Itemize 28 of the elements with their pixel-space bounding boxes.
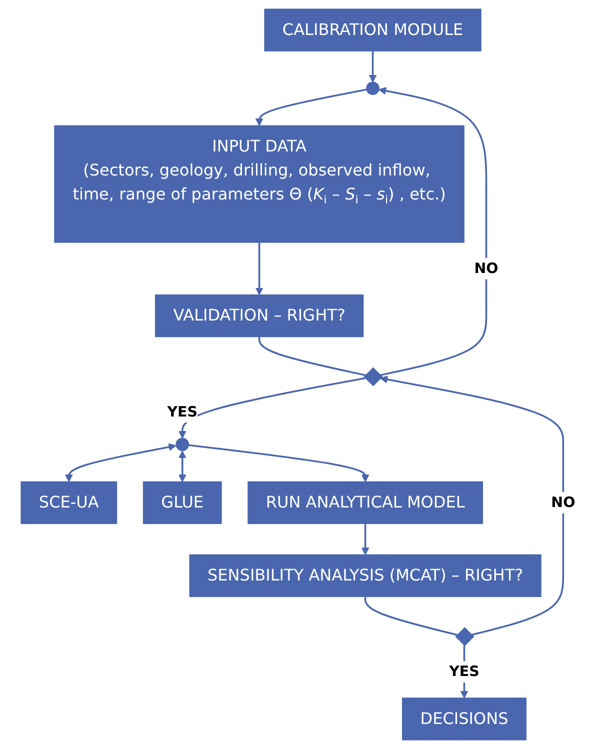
node-box: CALIBRATION MODULE [264, 8, 482, 52]
arrow [368, 50, 377, 82]
node-box: SCE-UA [20, 481, 117, 524]
node-box: INPUT DATA (Sectors, geology, drilling, observed inflow, time, range of parameters Θ (K$_{i}$ – S$_{i}$ – s$_{i}$) , etc.) [54, 125, 464, 243]
arrow [188, 444, 370, 482]
node-diamond [364, 367, 383, 386]
node-box: GLUE [142, 481, 222, 524]
arrow [361, 524, 370, 556]
node-circle [366, 82, 380, 95]
arrow [255, 242, 264, 296]
arrow [178, 377, 366, 439]
edge-label: NO [474, 260, 498, 277]
arrow [380, 376, 564, 636]
arrow [378, 87, 487, 376]
arrow [64, 443, 176, 482]
edge-label: YES [167, 403, 198, 420]
edge-label: NO [551, 494, 576, 511]
node-box: RUN ANALYTICAL MODEL [247, 481, 483, 524]
arrow [255, 88, 367, 126]
connector [258, 336, 366, 376]
node-diamond [455, 627, 474, 646]
node-box: SENSIBILITY ANALYSIS (MCAT) – RIGHT? [189, 554, 542, 598]
arrow [178, 450, 186, 482]
edge-label: YES [448, 662, 480, 680]
node-box: DECISIONS [402, 698, 526, 740]
connector [364, 596, 458, 636]
node-box: VALIDATION – RIGHT? [154, 294, 364, 338]
node-circle [176, 438, 189, 452]
